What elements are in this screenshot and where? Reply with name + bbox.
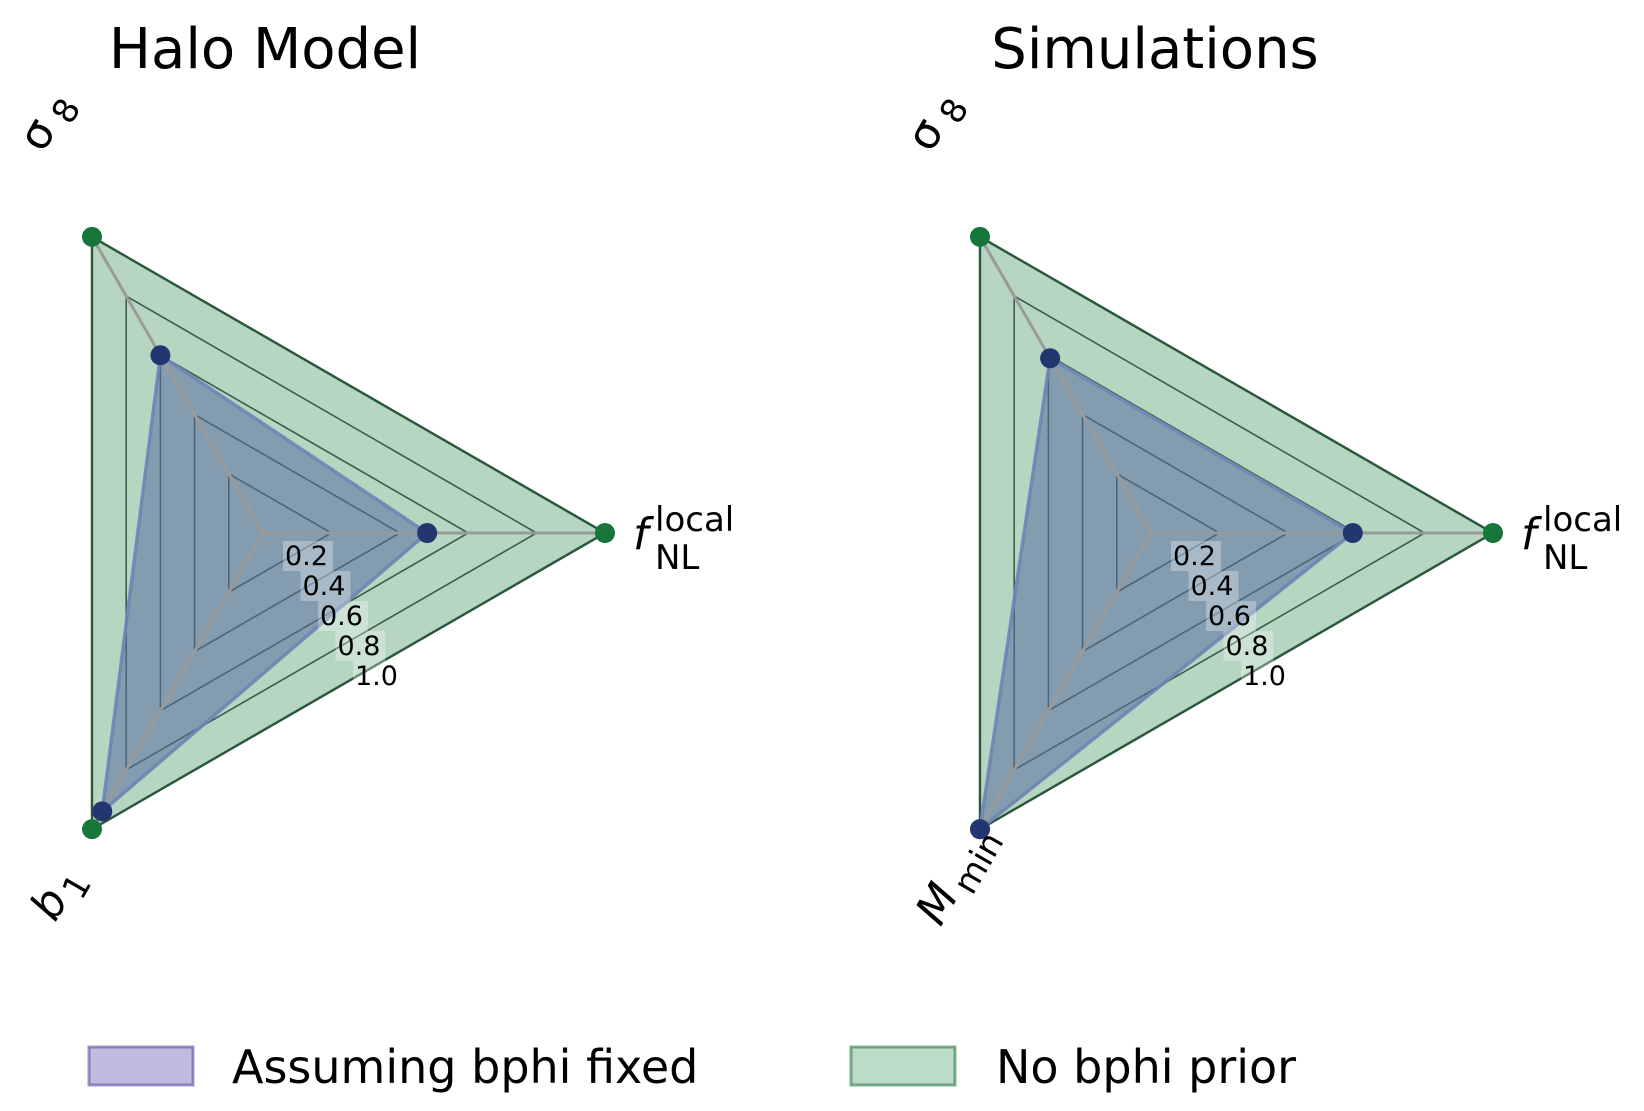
tick-label-bg	[335, 631, 386, 661]
tick-label-bg	[1241, 661, 1291, 691]
radial-tick-label: 0.8	[1226, 631, 1269, 662]
axis-label-subscript: min	[946, 825, 1013, 901]
data-point-no-bphi-prior	[595, 523, 615, 543]
data-point-no-bphi-prior	[970, 226, 990, 247]
legend: Assuming bphi fixed No bphi prior	[87, 1040, 1296, 1094]
data-point-assuming-bphi-fixed	[92, 801, 113, 822]
axis-label-superscript: local	[1543, 500, 1622, 540]
grid-ring	[91, 235, 607, 831]
radial-tick-label: 0.4	[1191, 571, 1234, 602]
data-point-no-bphi-prior	[82, 819, 102, 840]
data-point-assuming-bphi-fixed	[1040, 348, 1061, 369]
legend-item-prior: No bphi prior	[849, 1040, 1296, 1094]
radial-tick-label: 0.2	[285, 541, 328, 572]
axis-spoke	[978, 236, 1153, 534]
axis-label-sigma8: σ8	[896, 92, 977, 160]
axis-label-subscript: NL	[655, 538, 699, 578]
grid-ring	[125, 294, 539, 772]
radial-tick-label: 1.0	[1243, 661, 1286, 692]
axis-label-sigma8: σ8	[8, 92, 89, 160]
data-point-assuming-bphi-fixed	[970, 819, 990, 840]
axis-label-subscript: 8	[932, 92, 977, 131]
radial-tick-label: 0.8	[338, 631, 381, 662]
axis-spoke	[978, 532, 1153, 830]
data-point-no-bphi-prior	[82, 226, 102, 247]
tick-label-bg	[300, 571, 351, 601]
legend-label: No bphi prior	[996, 1040, 1296, 1094]
tick-label-bg	[1188, 571, 1239, 601]
legend-item-fixed: Assuming bphi fixed	[87, 1040, 698, 1094]
panel-title: Simulations	[991, 17, 1318, 82]
axis-label-subscript: 8	[44, 92, 89, 131]
axis-label-subscript: NL	[1543, 538, 1587, 578]
radial-tick-label: 0.6	[1208, 601, 1251, 632]
legend-label: Assuming bphi fixed	[232, 1040, 698, 1094]
legend-swatch	[87, 1045, 195, 1087]
radial-tick-label: 0.4	[303, 571, 346, 602]
tick-label-bg	[318, 601, 368, 631]
tick-label-bg	[1171, 541, 1221, 571]
data-point-no-bphi-prior	[1483, 523, 1503, 543]
tick-label-bg	[283, 541, 333, 571]
panel-title: Halo Model	[109, 17, 421, 82]
tick-label-bg	[353, 661, 403, 691]
axis-spoke	[90, 236, 265, 534]
radial-tick-label: 0.6	[320, 601, 363, 632]
grid-ring	[1013, 294, 1427, 772]
data-point-assuming-bphi-fixed	[1342, 523, 1363, 543]
data-point-assuming-bphi-fixed	[150, 345, 171, 366]
axis-label-text: f	[1521, 509, 1543, 560]
tick-label-bg	[1206, 601, 1256, 631]
grid-ring	[979, 235, 1495, 831]
radial-tick-label: 0.2	[1173, 541, 1216, 572]
radial-tick-label: 1.0	[355, 661, 398, 692]
axis-label-superscript: local	[655, 500, 734, 540]
series-area-assuming-bphi-fixed	[99, 352, 431, 816]
data-point-assuming-bphi-fixed	[417, 523, 438, 543]
series-area-assuming-bphi-fixed	[977, 355, 1356, 834]
legend-swatch	[849, 1045, 957, 1087]
tick-label-bg	[1223, 631, 1274, 661]
axis-label-text: f	[633, 509, 655, 560]
axis-spoke	[90, 532, 265, 830]
axis-label-b1: b1	[20, 867, 100, 928]
